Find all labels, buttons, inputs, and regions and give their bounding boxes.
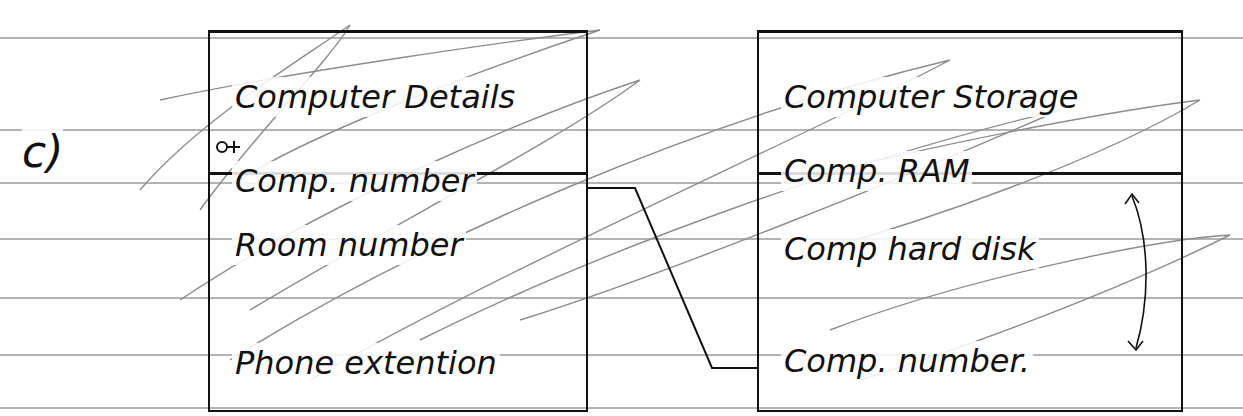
attribute-row: Comp hard disk [759, 229, 1181, 283]
table-header: Computer Details [210, 71, 586, 175]
attribute-row: Comp. number [210, 161, 586, 215]
attribute-name: Comp. number. [781, 341, 1033, 381]
attribute-row: Comp. number. [759, 341, 1181, 395]
attribute-row: Phone extention [210, 343, 586, 397]
attribute-name: Comp. number [232, 161, 477, 201]
attribute-name: Comp. RAM [781, 151, 972, 191]
table-title: Computer Storage [781, 77, 1081, 117]
question-label: c) [22, 128, 63, 176]
crossing-out [140, 25, 1230, 380]
relationship-line [586, 188, 759, 368]
double-arrow [1125, 194, 1146, 350]
attribute-row: Comp. RAM [759, 151, 1181, 205]
entity-table: Computer DetailsComp. numberRoom numberP… [208, 30, 588, 412]
attribute-name: Phone extention [232, 343, 500, 383]
entity-table: Computer StorageComp. RAM Comp hard diskC… [757, 30, 1183, 412]
attribute-name: Comp hard disk [781, 229, 1039, 269]
attribute-row: Room number [210, 225, 586, 279]
key-symbol [217, 141, 240, 153]
table-title: Computer Details [232, 77, 518, 117]
attribute-name: Room number [232, 225, 466, 265]
